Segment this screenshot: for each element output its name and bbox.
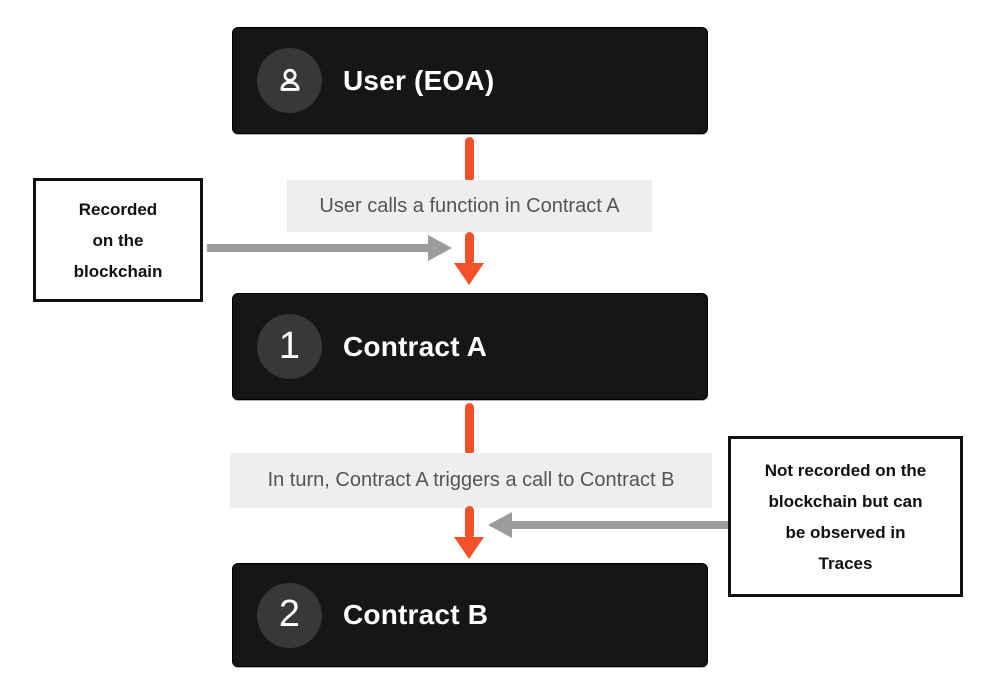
arrow-down-icon — [454, 537, 484, 559]
note-observed-in-traces: Not recorded on the blockchain but can b… — [728, 436, 963, 597]
note-line: be observed in — [785, 522, 906, 542]
contract-a-badge: 1 — [257, 314, 322, 379]
contract-b-badge: 2 — [257, 582, 322, 648]
edge2-label: In turn, Contract A triggers a call to C… — [230, 453, 712, 508]
node-contract-b-label: Contract B — [343, 599, 489, 630]
edge1-label: User calls a function in Contract A — [287, 180, 652, 232]
edge1-line-lower — [465, 232, 474, 265]
user-avatar — [257, 48, 322, 113]
edge2-line-upper — [465, 403, 474, 455]
note-recorded-on-blockchain: Recorded on the blockchain — [33, 178, 203, 302]
node-contract-a-label: Contract A — [343, 330, 488, 362]
edge1-line-upper — [465, 137, 474, 182]
contract-b-badge-number: 2 — [278, 593, 301, 635]
edge2-line-lower — [465, 506, 474, 539]
node-contract-a: 1 Contract A — [232, 293, 708, 400]
recorded-note-arrow-line — [207, 244, 429, 252]
node-user-eoa: User (EOA) — [232, 27, 708, 134]
traces-note-arrow-line — [512, 521, 728, 529]
arrow-right-icon — [428, 235, 452, 261]
node-user-label: User (EOA) — [343, 64, 495, 96]
note-line: blockchain but can — [768, 491, 923, 511]
arrow-down-icon — [454, 263, 484, 285]
user-icon — [279, 68, 300, 91]
arrow-left-icon — [488, 512, 512, 538]
note-line: blockchain — [73, 261, 163, 281]
contract-a-badge-number: 1 — [278, 324, 301, 367]
node-contract-b: 2 Contract B — [232, 563, 708, 667]
note-line: Not recorded on the — [764, 460, 927, 480]
note-line: Recorded — [78, 199, 158, 219]
note-line: Traces — [818, 553, 873, 573]
note-line: on the — [92, 230, 144, 250]
